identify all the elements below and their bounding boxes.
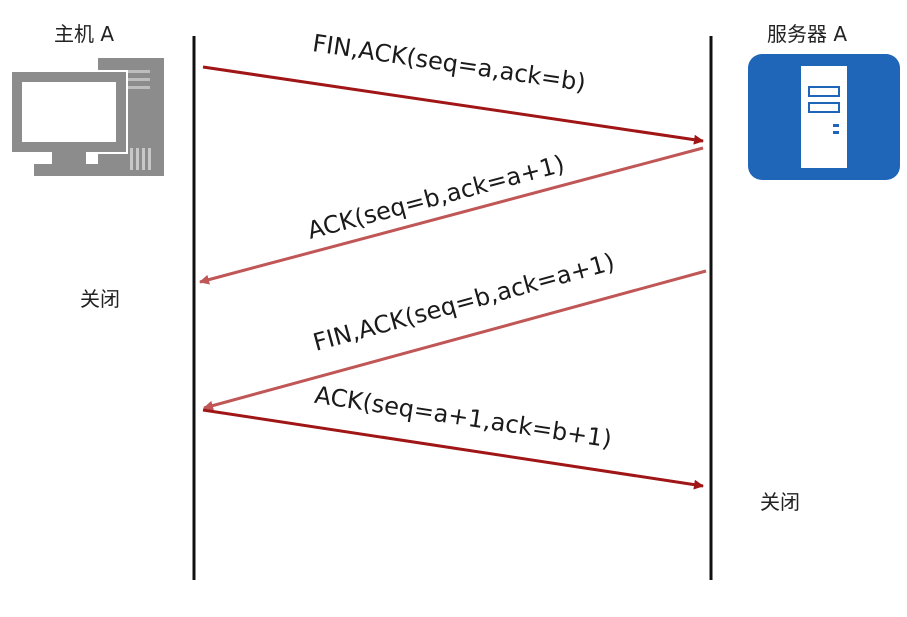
server-tower-icon	[748, 54, 900, 180]
message-label-3: FIN,ACK(seq=b,ack=a+1)	[310, 248, 618, 357]
message-arrow-4	[202, 408, 704, 490]
desktop-computer-icon	[10, 58, 164, 176]
host-closed-label: 关闭	[80, 287, 120, 311]
message-label-4: ACK(seq=a+1,ack=b+1)	[313, 381, 614, 454]
message-arrow-1	[202, 65, 704, 145]
server-closed-label: 关闭	[760, 490, 800, 514]
message-label-1: FIN,ACK(seq=a,ack=b)	[311, 29, 588, 97]
message-arrow-2	[199, 146, 704, 285]
host-title: 主机 A	[54, 22, 115, 46]
message-arrow-3	[203, 269, 707, 411]
message-label-2: ACK(seq=b,ack=a+1)	[304, 150, 567, 245]
server-title: 服务器 A	[767, 22, 848, 46]
